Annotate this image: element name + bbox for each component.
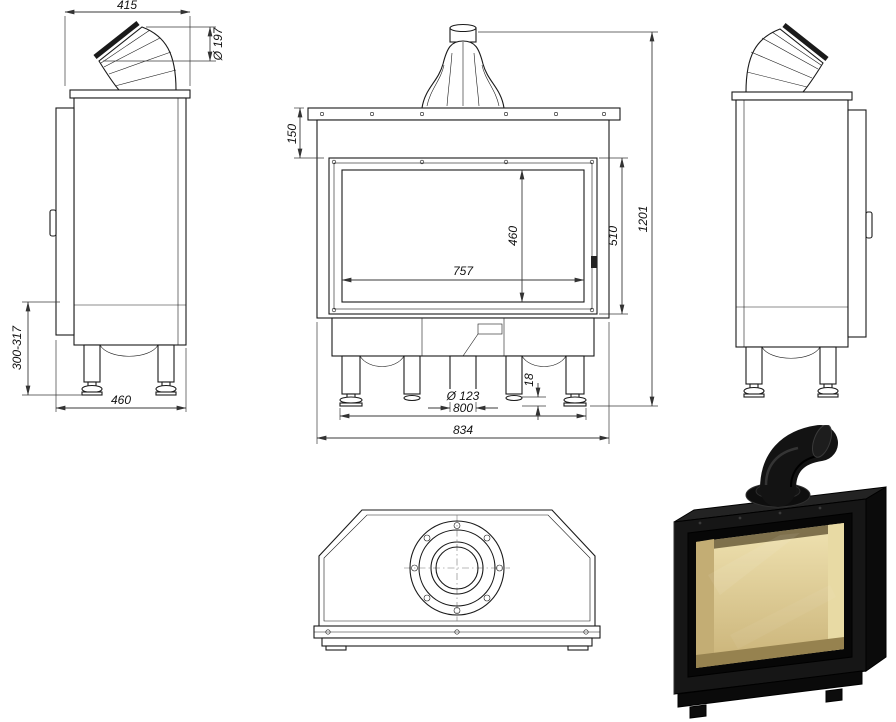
dim-label-base-depth: 460 xyxy=(111,393,131,407)
flue-elbow xyxy=(93,21,177,91)
top-drawing xyxy=(313,509,601,651)
body-side xyxy=(49,89,191,346)
firebox-interior xyxy=(696,523,844,668)
dim-label-glass-width: 757 xyxy=(453,264,474,278)
dim-base-depth: 460 xyxy=(55,340,187,412)
foot-left xyxy=(689,704,707,719)
view-side-left: 415 Ø 197 300-317 460 xyxy=(8,0,238,430)
flue-dome xyxy=(421,23,505,109)
side-left-drawing: 415 Ø 197 300-317 460 xyxy=(10,0,225,412)
body-front xyxy=(307,107,621,319)
view-side-right xyxy=(718,22,894,432)
front-drawing: 150 460 510 1201 757 xyxy=(285,23,658,444)
view-photo xyxy=(650,425,896,722)
view-top xyxy=(312,500,602,710)
dim-label-door-height: 510 xyxy=(606,226,620,246)
dim-glass-width: 757 xyxy=(341,264,585,283)
dim-total-height: 1201 xyxy=(478,31,658,407)
side-right-drawing xyxy=(731,23,873,398)
flue-collar-top xyxy=(404,515,510,621)
dim-label-hood-height: 150 xyxy=(285,124,299,144)
dim-label-total-width: 834 xyxy=(453,423,473,437)
dim-label-intake-diameter: Ø 123 xyxy=(446,389,480,403)
dim-intake-diameter: Ø 123 xyxy=(428,389,498,412)
plinth xyxy=(677,670,863,708)
flue-pipe-3d xyxy=(745,425,838,508)
body-side xyxy=(731,91,873,348)
plinth-3d xyxy=(677,670,863,719)
legs-side xyxy=(81,344,177,396)
side-face xyxy=(865,486,887,672)
dim-total-width: 834 xyxy=(316,322,610,444)
dim-flue-diameter: Ø 197 xyxy=(103,26,225,62)
dim-label-leg-span: 800 xyxy=(453,401,473,415)
front-band-top xyxy=(313,625,601,651)
dim-label-foot-adjust: 18 xyxy=(522,373,536,387)
legs-side xyxy=(743,346,839,398)
top-outline xyxy=(318,509,596,627)
dim-foot-adjust: 18 xyxy=(522,373,546,420)
base-and-legs xyxy=(331,317,595,407)
glass-window-3d xyxy=(687,512,853,678)
dim-foot-height: 300-317 xyxy=(10,301,82,396)
firebox-floor xyxy=(696,637,844,668)
dim-hood-height: 150 xyxy=(285,107,324,159)
door-glass xyxy=(328,157,598,315)
dim-label-flue-diameter: Ø 197 xyxy=(211,26,225,61)
pipe-rim xyxy=(811,425,833,458)
dim-label-total-height: 1201 xyxy=(636,206,650,233)
dim-door-height: 510 xyxy=(599,157,628,315)
foot-right xyxy=(825,688,843,703)
flue-elbow xyxy=(745,23,829,93)
door-handle xyxy=(591,256,597,268)
dim-label-foot-height: 300-317 xyxy=(10,325,24,370)
glass-reflection xyxy=(708,533,800,595)
dim-label-glass-height: 460 xyxy=(506,226,520,246)
view-front: 150 460 510 1201 757 xyxy=(272,8,672,468)
dim-top-depth: 415 xyxy=(64,0,191,86)
dim-leg-span: 800 xyxy=(339,401,587,420)
dim-label-top-depth: 415 xyxy=(117,0,137,12)
air-intake-pipe xyxy=(449,355,477,395)
product-render xyxy=(673,425,887,719)
